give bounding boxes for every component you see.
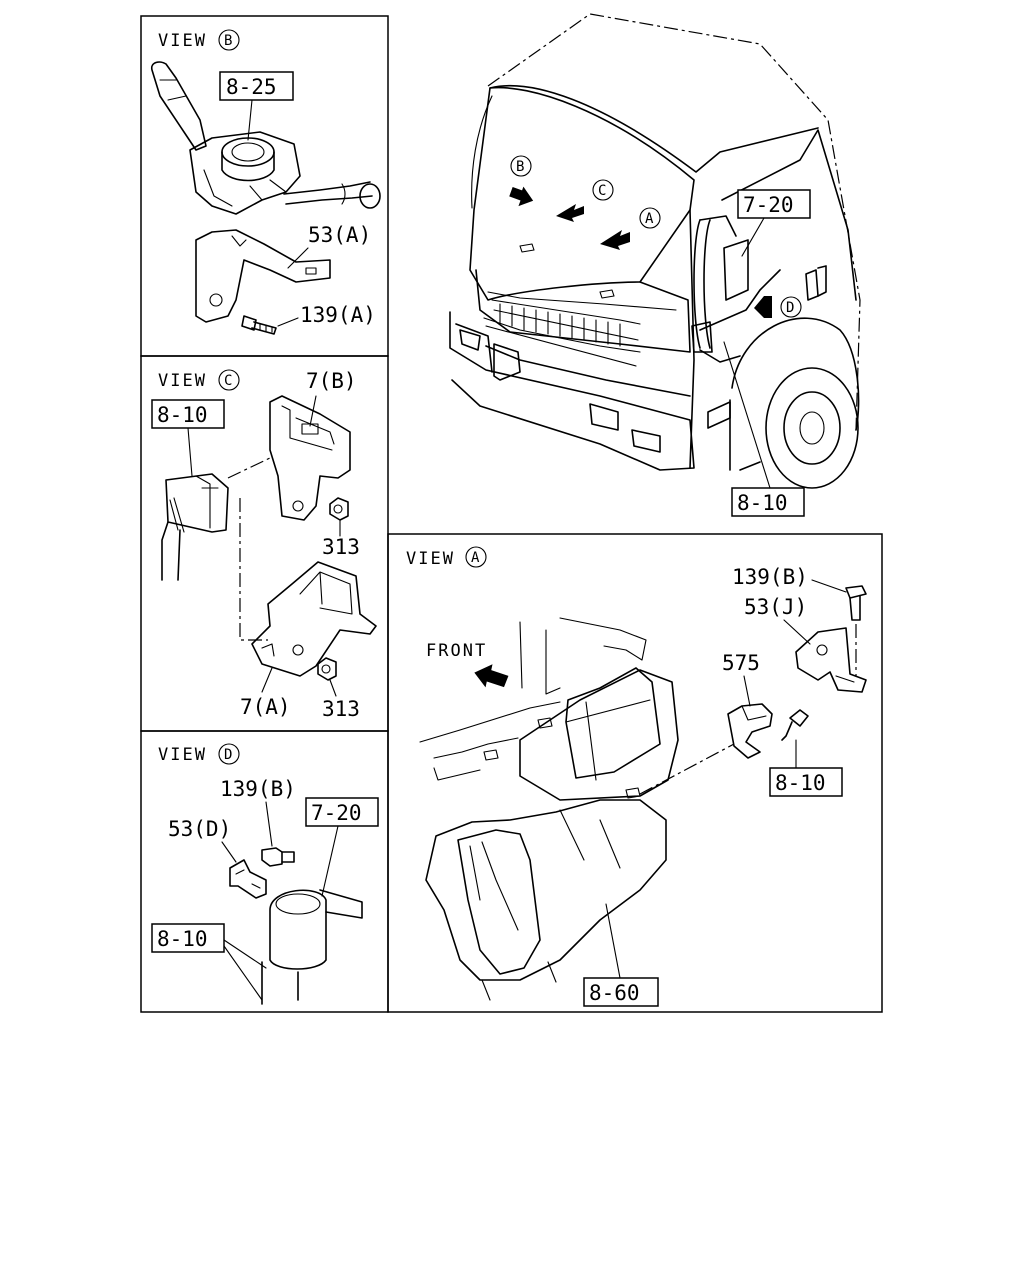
leader-8-10-c <box>187 427 193 477</box>
view-c-title: VIEW <box>158 371 207 391</box>
label-7a: 7(A) <box>240 695 291 719</box>
leader-139b-d <box>265 801 273 847</box>
label-139b-d: 139(B) <box>220 777 296 801</box>
ref-8-60-label: 8-60 <box>589 981 640 1005</box>
dash-lines-c <box>227 457 271 641</box>
leader-8-10-d-b <box>223 945 263 1001</box>
view-d-letter: D <box>224 747 232 763</box>
connector-drawing <box>161 473 229 581</box>
control-unit-drawing <box>425 667 679 1001</box>
view-b-circle <box>218 29 240 51</box>
arrow-a-icon <box>600 230 630 250</box>
label-7b: 7(B) <box>306 369 357 393</box>
screw-drawing <box>781 709 809 741</box>
marker-b-circle <box>510 155 532 177</box>
leader-8-25 <box>247 99 253 141</box>
grille-slats <box>499 303 621 347</box>
truck-cab-drawing <box>449 13 861 489</box>
label-575: 575 <box>722 651 760 675</box>
marker-a-circle <box>639 207 661 229</box>
nut-313-lower-drawing <box>317 657 337 681</box>
label-139b-a: 139(B) <box>732 565 808 589</box>
ref-box-8-10-d <box>151 923 225 953</box>
leader-7a <box>261 667 273 693</box>
pipe-clamp-drawing <box>261 889 363 1005</box>
bolt-139b-a-drawing <box>845 585 867 676</box>
ref-box-8-10-truck <box>731 487 805 517</box>
clip-575-drawing <box>727 703 773 759</box>
ref-box-7-20-truck <box>737 189 811 219</box>
view-a-letter: A <box>471 550 480 566</box>
view-a-circle <box>465 546 487 568</box>
view-c-letter: C <box>224 373 232 389</box>
label-313-upper: 313 <box>322 535 360 559</box>
ref-box-7-20-d <box>305 797 379 827</box>
arrow-b-icon <box>509 186 534 207</box>
ref-box-8-60 <box>583 977 659 1007</box>
leader-7-20-truck <box>741 217 765 257</box>
panel-frames <box>140 15 883 1013</box>
view-b-panel: VIEW B 8-25 53(A) <box>150 29 381 335</box>
bracket-53a-drawing <box>195 229 331 323</box>
view-c-circle <box>218 369 240 391</box>
ref-box-8-25 <box>219 71 294 101</box>
view-markers: B C A D <box>509 155 802 318</box>
leader-53a <box>287 247 309 269</box>
leader-139a <box>277 317 299 327</box>
leader-575 <box>743 675 751 707</box>
view-d-panel: VIEW D 139(B) 53(D) 7-20 8-10 <box>151 743 379 1005</box>
ref-8-10-c-label: 8-10 <box>157 403 208 427</box>
label-53j: 53(J) <box>744 595 807 619</box>
cab-outline-dashed <box>487 13 861 431</box>
label-53d: 53(D) <box>168 817 231 841</box>
view-c-panel: VIEW C 8-10 7(B) 313 <box>151 369 377 721</box>
ref-7-20-d-label: 7-20 <box>311 801 362 825</box>
bolt-139a-drawing <box>241 315 277 335</box>
marker-c-letter: C <box>598 183 606 199</box>
view-a-panel: VIEW A FRONT 139(B) 53(J) <box>406 546 867 1007</box>
dash-line-a <box>639 743 735 795</box>
bracket-53d-drawing <box>229 859 267 899</box>
view-a-title: VIEW <box>406 549 455 569</box>
nut-313-upper-drawing <box>329 497 349 521</box>
bolt-139b-d-drawing <box>261 847 295 867</box>
marker-c-circle <box>592 179 614 201</box>
marker-b-letter: B <box>516 159 524 175</box>
leader-53j <box>783 619 811 645</box>
leader-139b-a <box>811 579 847 593</box>
ref-8-10-a-label: 8-10 <box>775 771 826 795</box>
ref-8-25-label: 8-25 <box>226 75 277 99</box>
marker-d-letter: D <box>786 300 794 316</box>
leader-8-10-truck <box>723 341 771 489</box>
front-label: FRONT <box>426 641 487 661</box>
view-b-title: VIEW <box>158 31 207 51</box>
leader-313-lower <box>329 679 337 697</box>
marker-a-letter: A <box>645 211 654 227</box>
bracket-7b-drawing <box>269 395 351 521</box>
ref-7-20-truck-label: 7-20 <box>743 193 794 217</box>
leader-8-60 <box>605 903 621 979</box>
view-d-title: VIEW <box>158 745 207 765</box>
leader-7-20-d <box>321 825 339 897</box>
arrow-c-icon <box>556 204 584 222</box>
ref-box-8-10-c <box>151 399 225 429</box>
label-313-lower: 313 <box>322 697 360 721</box>
view-d-circle <box>218 743 240 765</box>
arrow-d-icon <box>754 296 772 318</box>
leader-8-10-d-a <box>223 939 267 969</box>
front-arrow-icon <box>474 664 509 688</box>
combination-switch-drawing <box>150 61 381 215</box>
ref-8-10-truck-label: 8-10 <box>737 491 788 515</box>
ref-8-10-d-label: 8-10 <box>157 927 208 951</box>
view-b-letter: B <box>224 33 232 49</box>
bracket-53j-drawing <box>795 627 867 693</box>
ref-box-8-10-a <box>769 767 843 797</box>
label-53a: 53(A) <box>308 223 371 247</box>
bracket-7a-drawing <box>251 561 377 677</box>
marker-d-circle <box>780 296 802 318</box>
leader-53d <box>221 841 237 863</box>
label-139a: 139(A) <box>300 303 376 327</box>
